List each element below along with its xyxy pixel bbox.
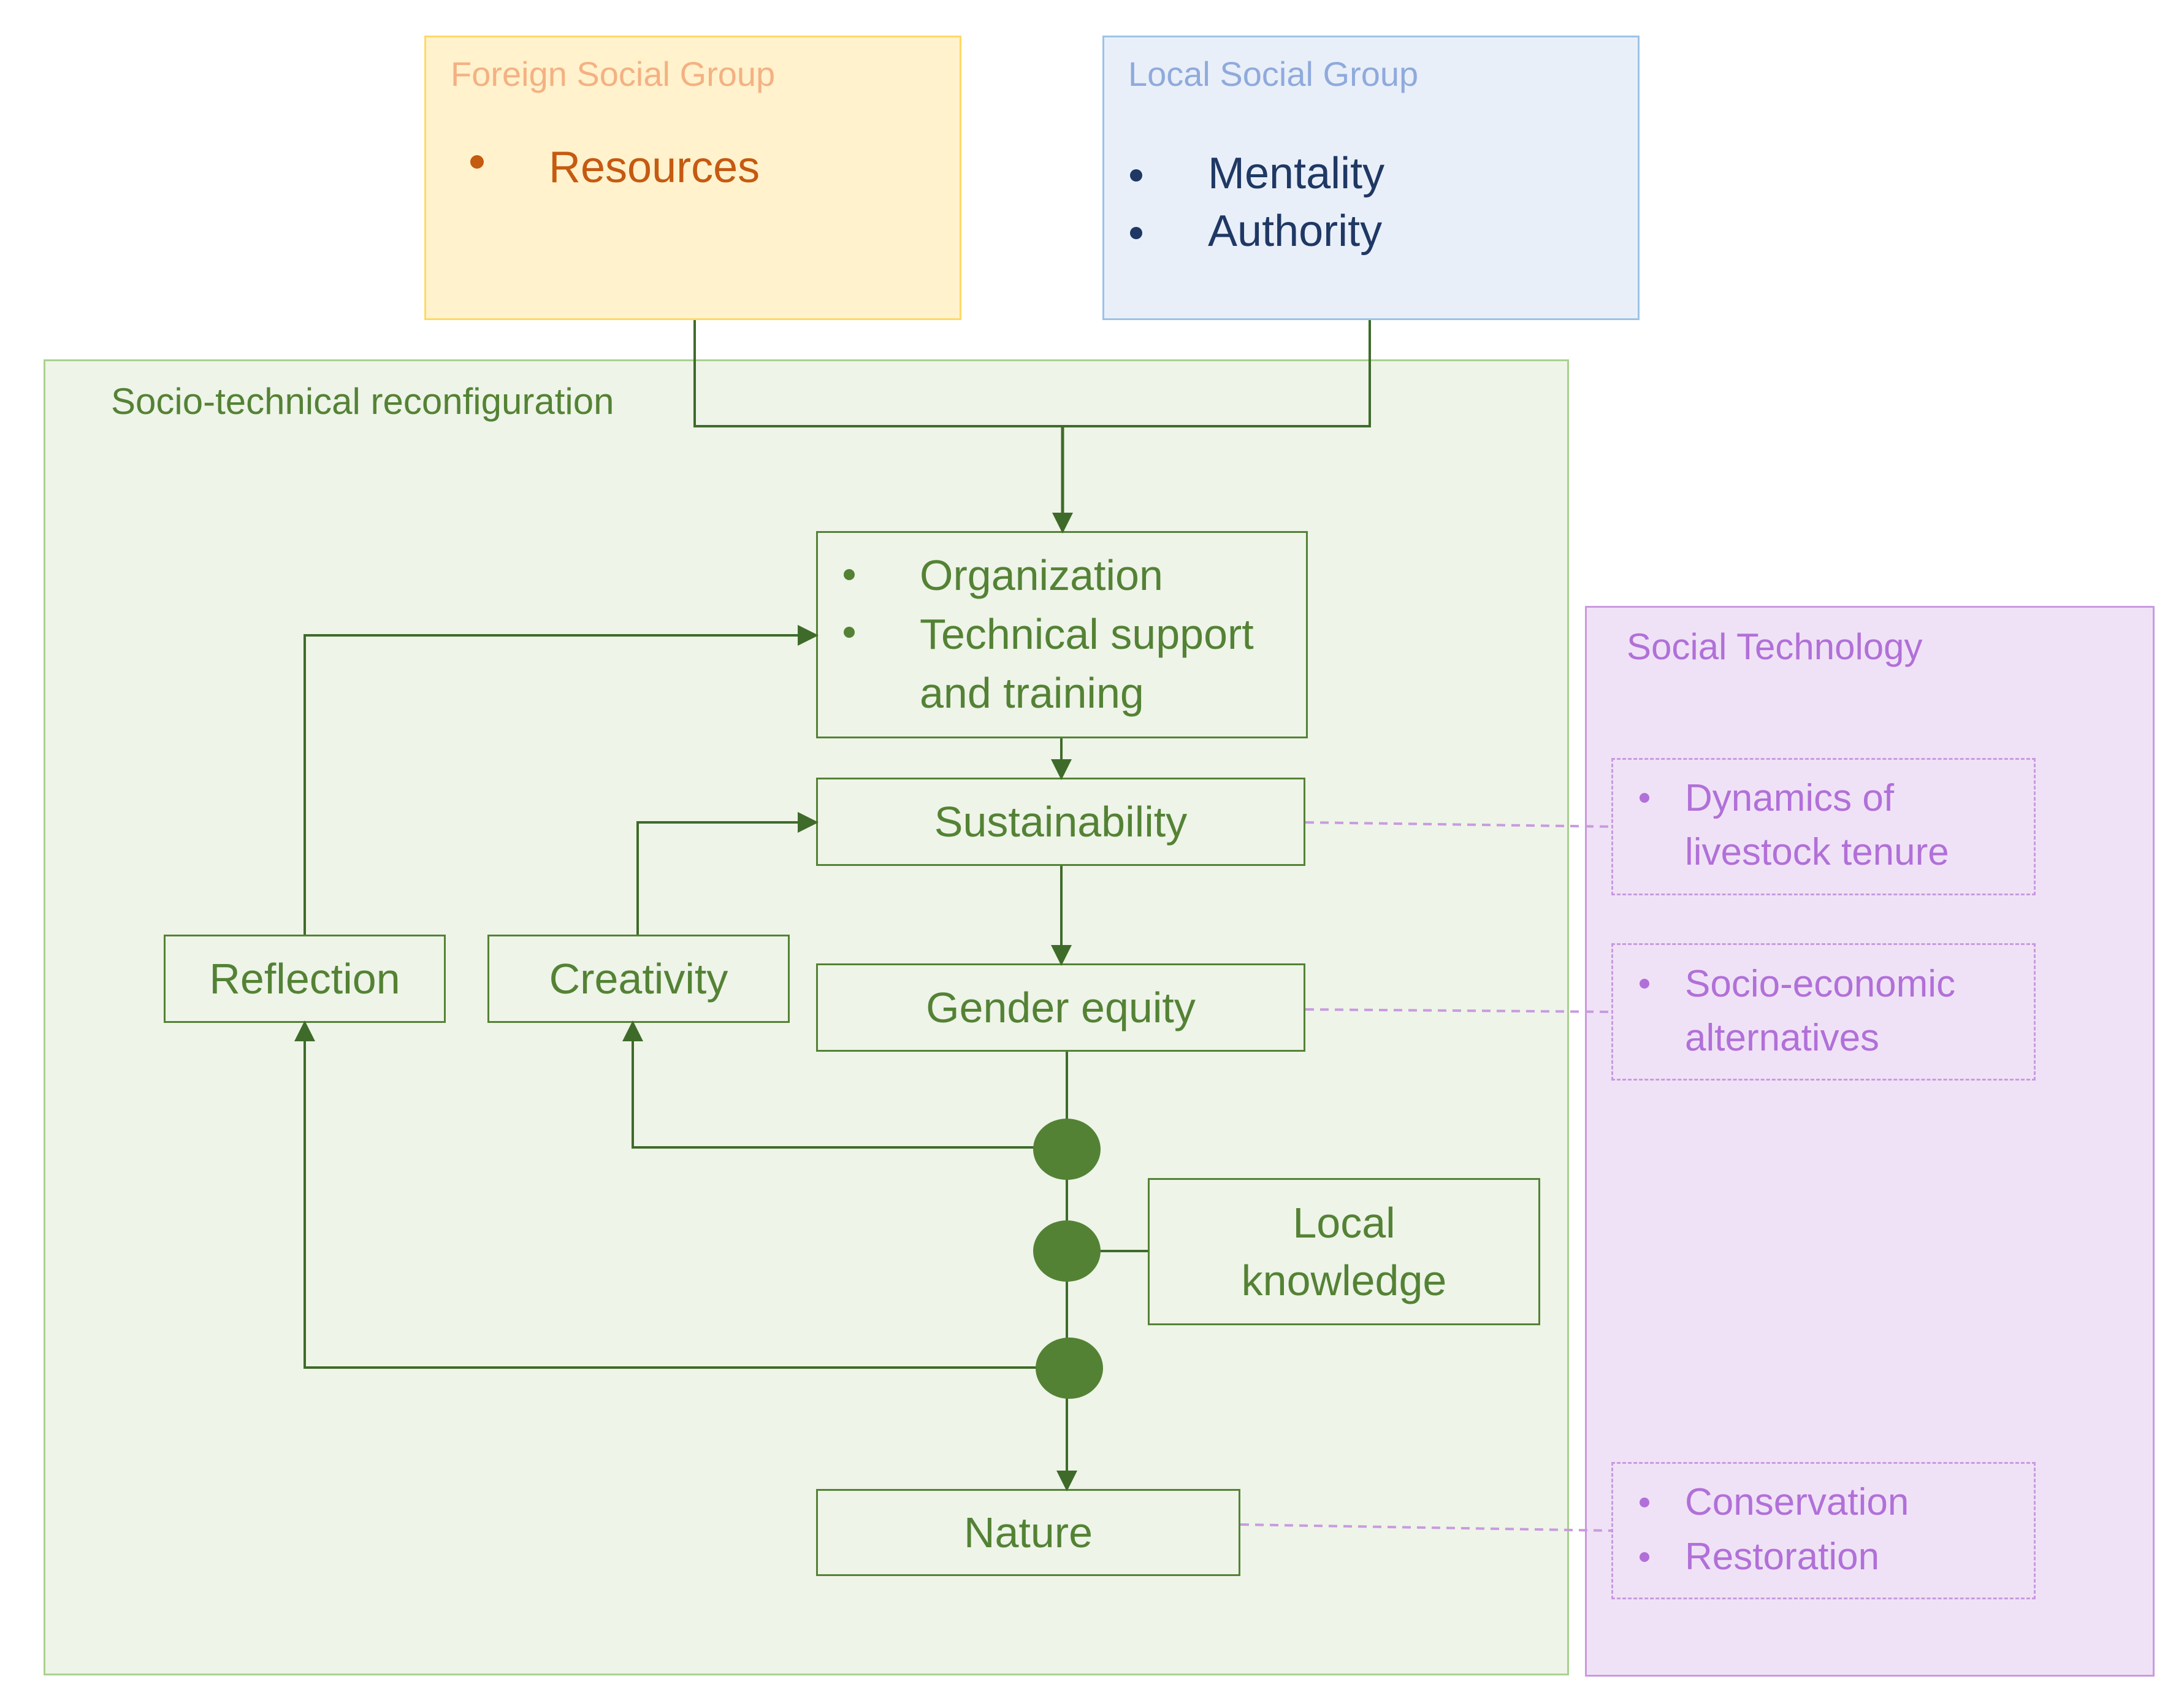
creativity-label: Creativity [549,955,728,1003]
tech-group-livestock-box [1611,758,2036,895]
livestock-bullet-icon [1640,793,1649,803]
mentality-item: Mentality [1208,149,1385,198]
foreign-social-group-box [424,36,961,320]
sustainability-label: Sustainability [934,798,1188,846]
reflection-label: Reflection [209,955,400,1003]
junction-node-local-knowledge [1033,1220,1101,1282]
local-social-group-box [1102,36,1640,320]
socioeconomic-bullet-icon [1640,979,1649,989]
sustainability-tech-link [1305,821,1612,828]
node-to-creativity-arrow [622,1020,1067,1149]
gender-equity-box: Gender equity [816,963,1305,1052]
socioeconomic-item: Socio-economic alternatives [1685,963,1956,1059]
foreign-social-group-title: Foreign Social Group [451,55,776,93]
reconfiguration-panel [44,359,1569,1675]
mentality-bullet-icon [1130,169,1142,182]
resources-item: Resources [549,143,760,192]
nature-box: Nature [816,1489,1240,1576]
gender-equity-label: Gender equity [926,984,1196,1031]
social-technology-title: Social Technology [1627,626,1923,667]
tech-group-socioeconomic-box [1611,943,2036,1081]
organization-item: Organization [920,551,1163,599]
conservation-item: Conservation [1685,1481,1909,1523]
local-knowledge-label: Local knowledge [1241,1199,1447,1304]
creativity-to-sustainability-arrow [636,812,819,935]
local-social-group-title: Local Social Group [1128,55,1419,93]
livestock-item: Dynamics of livestock tenure [1685,777,1949,873]
nature-tech-link [1240,1523,1612,1532]
local-knowledge-box: Local knowledge [1148,1178,1540,1325]
nature-label: Nature [963,1509,1093,1556]
technical-support-bullet-icon [844,627,855,638]
foreign-connector [693,320,1371,427]
creativity-box: Creativity [487,935,790,1023]
tech-group-conservation-box [1611,1462,2036,1599]
reconfiguration-title: Socio-technical reconfiguration [111,381,614,422]
organization-bullet-icon [844,569,855,580]
social-technology-panel [1585,606,2155,1677]
authority-item: Authority [1208,207,1383,256]
conservation-bullet-icon [1640,1498,1649,1507]
resources-bullet-icon [470,155,484,169]
junction-node-creativity [1033,1119,1101,1180]
junction-node-reflection [1036,1338,1103,1399]
reflection-to-organization-arrow [304,625,819,935]
authority-bullet-icon [1130,227,1142,239]
gender-tech-link [1305,1008,1612,1013]
restoration-bullet-icon [1640,1552,1649,1562]
node-to-reflection-arrow [294,1020,1067,1369]
technical-support-item: Technical support and training [920,610,1254,717]
restoration-item: Restoration [1685,1536,1880,1578]
